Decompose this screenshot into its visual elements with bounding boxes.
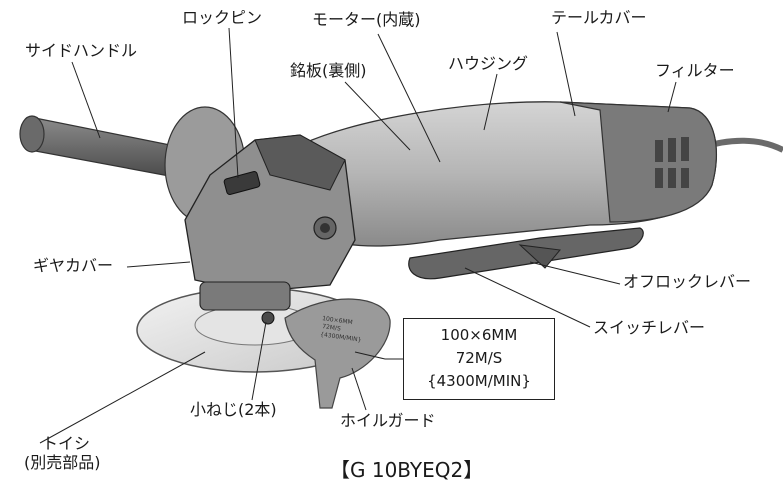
label-small-screw: 小ねじ(2本): [190, 400, 277, 419]
wheel-spec-box: 100×6MM 72M/S {4300M/MIN}: [403, 318, 555, 400]
model-number: 【G 10BYEQ2】: [330, 458, 484, 482]
label-lock-pin: ロックピン: [182, 8, 263, 27]
label-grinding-wheel-note: (別売部品): [24, 453, 101, 472]
label-housing: ハウジング: [448, 54, 529, 73]
label-nameplate: 銘板(裏側): [290, 61, 367, 80]
leader-lines: [39, 27, 677, 444]
small-screw-shape: [261, 311, 275, 325]
lock-pin-shape: [223, 171, 261, 195]
label-grinding-wheel: トイシ: [42, 434, 91, 453]
label-side-handle: サイドハンドル: [25, 41, 138, 60]
label-off-lock-lever: オフロックレバー: [623, 272, 752, 291]
guard-print-2: 72M/S: [322, 323, 342, 333]
wheel-guard: [284, 298, 391, 409]
label-switch-lever: スイッチレバー: [593, 318, 706, 337]
label-filter: フィルター: [655, 61, 735, 80]
label-motor: モーター(内蔵): [312, 10, 421, 29]
tail-cover: [559, 101, 717, 223]
guard-print-1: 100×6MM: [322, 315, 353, 326]
label-wheel-guard: ホイルガード: [340, 411, 436, 430]
spec-line-1: 100×6MM: [440, 326, 518, 344]
label-gear-cover: ギヤカバー: [33, 256, 114, 275]
spec-line-3: {4300M/MIN}: [427, 372, 531, 390]
label-tail-cover: テールカバー: [551, 8, 647, 27]
spec-line-2: 72M/S: [455, 349, 503, 367]
switch-lever-shape: [408, 227, 644, 280]
side-handle: [29, 117, 186, 179]
